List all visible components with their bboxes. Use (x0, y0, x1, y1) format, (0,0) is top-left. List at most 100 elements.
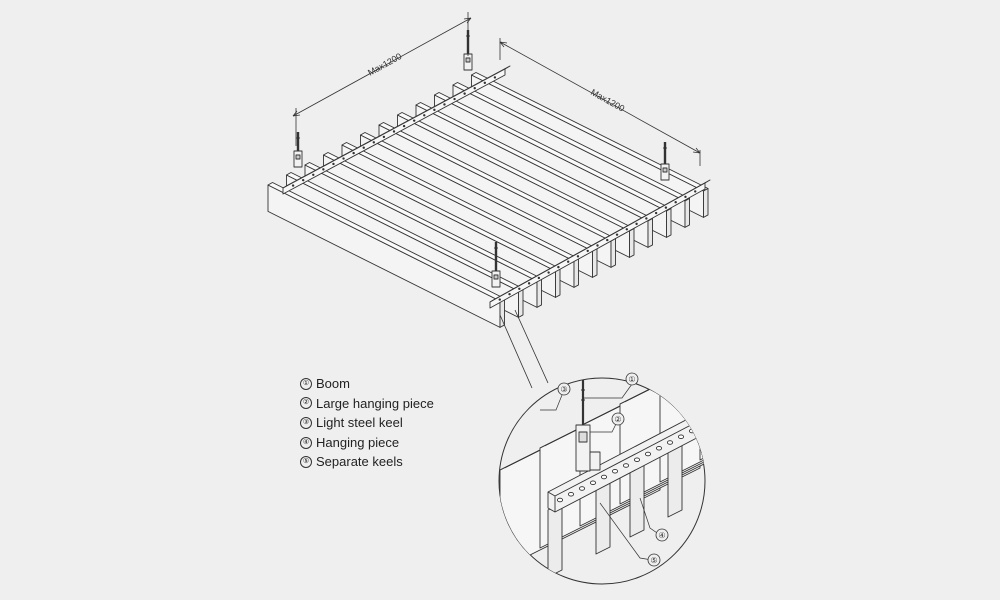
detail-front-strips (547, 442, 683, 578)
hanging-rods (293, 30, 670, 288)
keel-hole (586, 249, 589, 253)
detail-keel-hole (622, 463, 630, 468)
hanging-rod (491, 242, 501, 288)
callout-badge: ① (625, 372, 639, 386)
legend-number: ② (300, 397, 312, 410)
legend: ① Boom ② Large hanging piece ③ Light ste… (300, 374, 434, 472)
keel-hole (527, 282, 531, 285)
keel-hole (352, 151, 355, 155)
keel-hole (537, 276, 541, 280)
legend-item-hanging-piece: ④ Hanging piece (300, 433, 434, 453)
detail-strip-end (547, 502, 563, 578)
detail-hanger (575, 378, 601, 472)
keel-hole (392, 130, 396, 133)
keel-hole (362, 146, 365, 149)
keel-hole (557, 265, 560, 269)
detail-strip-end (595, 479, 611, 555)
hanging-rod (293, 132, 303, 168)
keel-hole (664, 206, 668, 209)
keel-hole (382, 135, 386, 139)
detail-keel-hole (611, 469, 619, 474)
detail-leader-line (514, 309, 549, 384)
legend-item-large-hanging-piece: ② Large hanging piece (300, 394, 434, 414)
callout-number: ① (628, 375, 635, 384)
legend-number: ④ (300, 436, 312, 449)
detail-strip (659, 378, 705, 483)
detail-keel-hole (655, 446, 663, 451)
detail-keel-hole (578, 486, 586, 491)
keel-hole (596, 244, 599, 247)
keel-hole (301, 178, 305, 182)
keel-hole (635, 222, 638, 226)
detail-view: ① ② ③ ④ ⑤ (498, 372, 706, 585)
keel-hole (453, 97, 456, 101)
keel-hole (433, 108, 436, 112)
keel-hole (498, 298, 501, 301)
callout-number: ⑤ (650, 556, 657, 565)
detail-keel-hole (699, 423, 705, 428)
detail-keel-hole (677, 434, 685, 440)
keel-hole (508, 292, 511, 296)
callout-badge: ⑤ (647, 553, 661, 567)
keel-rail (489, 179, 711, 309)
keel-hole (654, 211, 658, 215)
baffle-strips (267, 72, 709, 328)
callout-badges: ① ② ③ ④ ⑤ (557, 372, 669, 567)
legend-number: ③ (300, 416, 312, 429)
keel-hole (443, 103, 446, 106)
legend-label: Separate keels (316, 454, 403, 470)
keel-hole (694, 190, 697, 193)
keel-hole (473, 87, 476, 90)
legend-item-boom: ① Boom (300, 374, 434, 394)
callout-badge: ③ (557, 382, 571, 396)
keel-hole (518, 287, 521, 290)
keel-hole (606, 238, 609, 242)
keel-hole (615, 233, 619, 236)
detail-keel-hole (688, 428, 696, 434)
callout-number: ② (614, 415, 621, 424)
legend-number: ⑤ (300, 456, 312, 469)
keel-hole (463, 92, 466, 95)
keel-hole (322, 168, 325, 171)
callout-badge: ② (611, 412, 625, 426)
keel-hole (684, 195, 687, 199)
detail-leader-line-2 (499, 314, 533, 389)
legend-item-separate-keels: ⑤ Separate keels (300, 452, 434, 472)
detail-strip-end (667, 442, 683, 518)
keel-hole (312, 173, 315, 176)
keel-hole (493, 76, 497, 79)
detail-strip-end (629, 462, 645, 538)
legend-label: Boom (316, 376, 350, 391)
keel-hole (547, 271, 550, 274)
legend-label: Large hanging piece (316, 395, 434, 411)
detail-keel (547, 409, 705, 513)
detail-keel-hole (633, 457, 641, 463)
keel-hole (372, 141, 376, 144)
dimension-right-label: Max1200 (589, 87, 626, 114)
callout-number: ③ (560, 385, 567, 394)
keel-hole (332, 162, 335, 166)
callout-number: ④ (658, 531, 665, 540)
legend-label: Light steel keel (316, 415, 403, 431)
keel-hole (291, 184, 295, 187)
keel-hole (483, 81, 487, 85)
legend-item-light-steel-keel: ③ Light steel keel (300, 413, 434, 433)
detail-strip (699, 378, 705, 461)
legend-label: Hanging piece (316, 434, 400, 450)
keel-hole (423, 114, 426, 117)
keel-hole (645, 217, 648, 220)
keel-hole (576, 255, 580, 258)
detail-keel-hole (567, 492, 575, 497)
keel-hole (342, 157, 345, 160)
callout-badge: ④ (655, 528, 669, 542)
dimension-right (499, 38, 701, 166)
ceiling-isometric-view (267, 30, 711, 328)
keel-rail (282, 65, 511, 195)
keel-hole (566, 260, 570, 263)
detail-keel-hole (556, 497, 564, 503)
keel-hole (412, 119, 416, 122)
steel-keels (282, 65, 711, 309)
detail-keel-hole (600, 474, 608, 480)
hanging-rod (660, 142, 670, 181)
